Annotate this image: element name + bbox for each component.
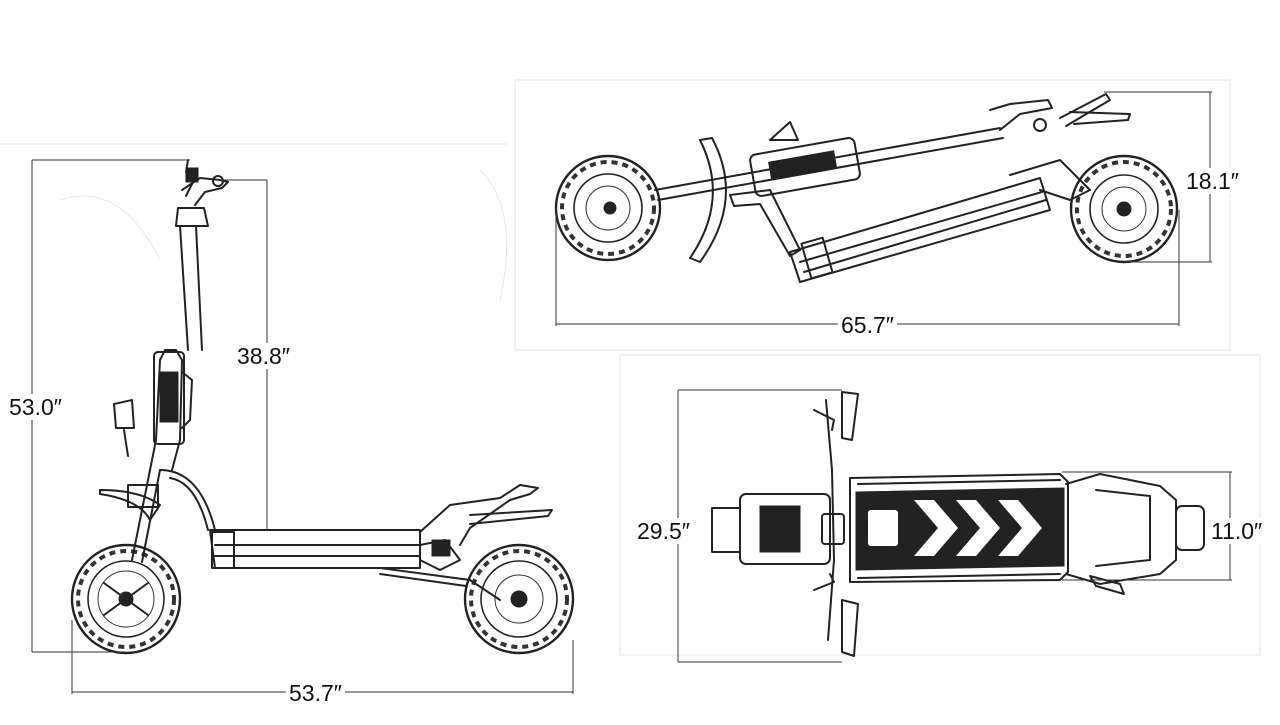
top-bar-width-label: 29.5″ — [634, 518, 693, 544]
side-height-total-label: 53.0″ — [6, 394, 65, 420]
background-ghost-lines — [0, 79, 1261, 656]
top-deck-width-label: 11.0″ — [1208, 518, 1266, 544]
top-view-scooter — [677, 389, 1232, 663]
side-view-scooter — [31, 159, 575, 694]
side-length-label: 53.7″ — [286, 680, 345, 706]
side-deck-to-bar-label: 38.8″ — [234, 343, 293, 369]
folded-height-label: 18.1″ — [1183, 168, 1242, 194]
folded-length-label: 65.7″ — [838, 312, 897, 338]
folded-view-scooter — [554, 91, 1212, 326]
